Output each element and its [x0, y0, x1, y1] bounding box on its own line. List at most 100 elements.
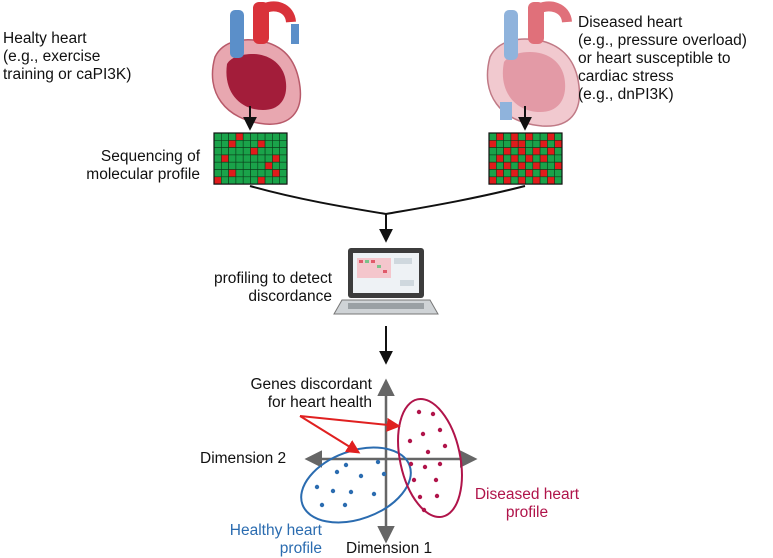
diseased-cluster-label: Diseased heart profile: [462, 486, 592, 522]
diseased-cluster-line-1: Diseased heart: [474, 486, 580, 503]
heatmap-cell: [503, 161, 512, 170]
heatmap-cell: [503, 132, 512, 141]
heatmap-cell: [525, 147, 534, 156]
profiling-line-1: profiling to detect: [213, 270, 332, 287]
heatmap-cell: [554, 147, 563, 156]
heatmap-cell: [228, 161, 237, 170]
heatmap-cell: [221, 147, 229, 156]
heatmap-cell: [554, 132, 563, 141]
discordant-line-1: Genes discordant: [250, 376, 373, 393]
heatmap-cell: [257, 154, 266, 163]
heatmap-cell: [235, 161, 244, 170]
diseased-sample-point: [411, 477, 417, 483]
heatmap-cell: [517, 132, 526, 141]
heatmap-cell: [213, 147, 222, 156]
dimension-2-label: Dimension 2: [200, 450, 287, 467]
heatmap-cell: [264, 154, 273, 163]
heatmap-cell: [228, 169, 237, 178]
diseased-sample-point: [425, 449, 431, 455]
diseased-sample-point: [416, 409, 422, 415]
heatmap-cell: [517, 161, 526, 170]
healthy-sample-point: [342, 502, 348, 508]
heatmap-cell: [517, 154, 526, 163]
discordant-arrow-2: [299, 415, 361, 454]
diseased-cluster-ellipse: [397, 397, 463, 519]
dimension-1-label: Dimension 1: [346, 540, 433, 557]
heatmap-cell: [525, 169, 534, 178]
heatmap-cell: [257, 147, 266, 156]
heatmap-cell: [272, 132, 280, 141]
heatmap-cell: [547, 140, 556, 148]
heatmap-cell: [242, 169, 251, 178]
heatmap-cell: [495, 132, 504, 141]
heatmap-cell: [488, 176, 497, 185]
heatmap-cell: [213, 154, 222, 163]
heatmap-cell: [279, 140, 288, 148]
heatmap-cell: [250, 147, 259, 156]
heatmap-cell: [264, 169, 273, 178]
heatmap-cell: [510, 176, 519, 185]
healthy-title: Healty heart: [3, 30, 87, 47]
heatmap-cell: [510, 147, 519, 156]
heatmap-cell: [221, 154, 229, 163]
healthy-sample-point: [358, 473, 364, 479]
heatmap-border: [488, 132, 563, 185]
heatmap-cell: [539, 161, 548, 170]
heatmap-cell: [539, 176, 548, 185]
heatmap-cell: [510, 140, 519, 148]
heatmap-cell: [272, 161, 280, 170]
heatmap-cell: [547, 161, 556, 170]
heatmap-cell: [235, 140, 244, 148]
diseased-example-1: (e.g., pressure overload): [578, 32, 747, 49]
heatmap-cell: [279, 154, 288, 163]
heatmap-cell: [510, 132, 519, 141]
healthy-sample-point: [375, 459, 381, 465]
healthy-cluster-line-2: profile: [279, 540, 322, 557]
heatmap-cell: [228, 154, 237, 163]
heatmap-cell: [242, 161, 251, 170]
heatmap-cell: [257, 169, 266, 178]
diseased-sample-point: [430, 411, 436, 417]
heatmap-cell: [532, 176, 541, 185]
heatmap-cell: [235, 154, 244, 163]
heatmap-cell: [517, 176, 526, 185]
diseased-example-2: or heart susceptible to: [578, 50, 731, 67]
laptop-icon: [333, 248, 439, 315]
heatmap-cell: [488, 154, 497, 163]
healthy-cluster-line-1: Healthy heart: [229, 522, 322, 539]
diseased-heart-label: Diseased heart (e.g., pressure overload)…: [578, 14, 747, 104]
heatmap-border: [213, 132, 288, 185]
heatmap-cell: [228, 147, 237, 156]
heatmap-cell: [495, 147, 504, 156]
heatmap-cell: [257, 176, 266, 185]
heatmap-cell: [503, 176, 512, 185]
discordant-line-2: for heart health: [267, 394, 372, 411]
heatmap-cell: [242, 154, 251, 163]
heatmap-cell: [488, 140, 497, 148]
heatmap-cell: [495, 140, 504, 148]
diseased-title: Diseased heart: [578, 14, 683, 31]
healthy-example-1: (e.g., exercise: [3, 48, 101, 65]
heatmap-cell: [221, 140, 229, 148]
heatmap-cell: [250, 140, 259, 148]
healthy-heart-label: Healty heart (e.g., exercise training or…: [3, 30, 131, 84]
heatmap-cell: [221, 161, 229, 170]
heatmap-cell: [495, 161, 504, 170]
healthy-sample-point: [314, 484, 320, 490]
heatmap-cell: [554, 176, 563, 185]
heatmap-cell: [503, 147, 512, 156]
heatmap-cell: [517, 140, 526, 148]
diseased-sample-point: [421, 507, 427, 513]
heatmap-cell: [228, 176, 237, 185]
heatmap-cell: [228, 132, 237, 141]
diseased-sample-point: [437, 461, 443, 467]
sequencing-line-1: Sequencing of: [100, 148, 200, 165]
sample-points: [314, 409, 448, 513]
heatmap-cell: [539, 154, 548, 163]
diseased-sample-point: [407, 438, 413, 444]
diseased-sample-point: [434, 493, 440, 499]
diseased-sample-point: [408, 461, 414, 467]
heatmap-cell: [547, 176, 556, 185]
heatmap-cell: [503, 169, 512, 178]
